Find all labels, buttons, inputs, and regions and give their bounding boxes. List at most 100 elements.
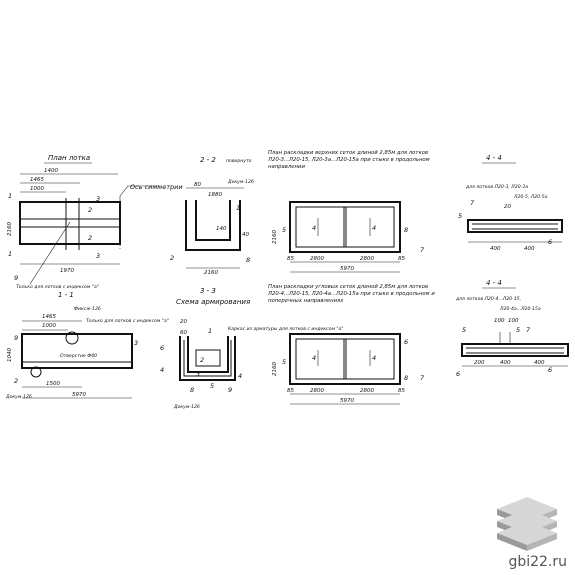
s22-d-40: 40: [242, 232, 249, 238]
plan-mark-2: 2: [88, 206, 92, 214]
s44b-mark-6: 6: [456, 370, 460, 378]
plan-view: План лотка 1400 1465 1000 2 2 3 3 1 1 21…: [7, 154, 183, 290]
layout1-h: 2160: [272, 230, 278, 244]
s11-d2: 1000: [42, 323, 56, 329]
watermark-logo: [497, 497, 557, 551]
layout2-outline: [289, 333, 401, 385]
s44b-mark-6b: 6: [548, 366, 552, 374]
s33-mark-4: 4: [160, 366, 164, 374]
layout2-mark-7: 7: [420, 374, 425, 382]
plan-dim-1465: 1465: [30, 177, 44, 183]
s22-profile: [185, 200, 241, 251]
s33-note: Каркас из арматуры для лотков с индексом…: [228, 326, 343, 332]
s44b-sub2: Л20-4а...Л20-15а: [499, 306, 541, 312]
s11-title: 1 - 1: [58, 291, 74, 299]
plan-height: 2160: [7, 222, 13, 236]
s11-d1: 1465: [42, 314, 56, 320]
s44b-title: 4 - 4: [486, 279, 502, 287]
s11-h: 1040: [7, 348, 13, 362]
layout2-mark-8: 8: [404, 374, 408, 382]
plan-mark-3: 3: [96, 195, 100, 203]
s22-d-140: 140: [216, 226, 227, 232]
section-2-2: 2 - 2 повернуто Докум-126 80 1880 140 40…: [170, 156, 254, 276]
layout1-d2800b: 2800: [360, 256, 374, 262]
s33-mark-4b: 4: [238, 372, 242, 380]
layout2-d5970: 5970: [340, 398, 354, 404]
plan-outline: [19, 201, 121, 245]
s11-opening: Отверстие Ф40: [60, 353, 97, 359]
plan-mark-3b: 3: [96, 252, 100, 260]
section-1-1: 1 - 1 Фиксж-126 1465 1000 Только для лот…: [5, 291, 169, 400]
s22-title: 2 - 2: [200, 156, 216, 164]
s22-d-2160: 2160: [204, 270, 218, 276]
layout1-d2800a: 2800: [310, 256, 324, 262]
s22-d-1880: 1880: [208, 192, 222, 198]
plan-note: Только для лотков с индексом "а": [16, 284, 99, 290]
plan-dim-1000: 1000: [30, 186, 44, 192]
s44a-d20: 20: [504, 204, 511, 210]
s44b-d400a: 400: [500, 360, 511, 366]
s33-mark-9: 9: [228, 386, 232, 394]
s11-dok: Докум-126: [5, 394, 32, 400]
slab-stack-icon: [497, 497, 557, 551]
layout-upper-meshes: План раскладки верхних сеток длиной 2,85…: [268, 150, 430, 273]
layout2-mark-6: 6: [404, 338, 408, 346]
s11-mark-9: 9: [14, 334, 18, 342]
s33-title: 3 - 3: [200, 287, 216, 295]
s22-mark-1: 1: [236, 204, 240, 212]
s33-mark-3: 3: [196, 370, 200, 378]
s44b-mark-5b: 5: [516, 326, 520, 334]
s11-outline: [21, 333, 133, 369]
layout1-mark-4b: 4: [372, 224, 376, 232]
plan-mark-1b: 1: [8, 250, 12, 258]
layout1-d85a: 85: [287, 256, 294, 262]
s11-d4: 5970: [72, 392, 86, 398]
s44a-mark-7: 7: [470, 199, 475, 207]
plan-dim-1970: 1970: [60, 268, 74, 274]
s44a-mark-5: 5: [458, 212, 462, 220]
layout1-d85b: 85: [398, 256, 405, 262]
s44b-mark-7: 7: [526, 326, 531, 334]
section-4-4-a: 4 - 4 для лотков Л20-3, Л20-3а Л20-5, Л2…: [458, 154, 563, 252]
s44b-mark-5: 5: [462, 326, 466, 334]
plan-symmetry: Ось симметрии: [130, 183, 183, 191]
s22-dok: Докум-126: [227, 179, 254, 185]
layout2-h: 2160: [272, 362, 278, 376]
s44b-d100a: 100: [494, 318, 505, 324]
s33-profile: [179, 336, 236, 381]
watermark-site: gbi22.ru: [508, 554, 567, 570]
s44b-d100b: 100: [508, 318, 519, 324]
s11-emb: Фиксж-126: [74, 306, 101, 312]
s22-mark-2: 2: [170, 254, 174, 262]
layout2-mark-5: 5: [282, 358, 286, 366]
s22-d-80: 80: [194, 182, 201, 188]
s11-mark-2: 2: [14, 377, 18, 385]
s44a-d400b: 400: [524, 246, 535, 252]
section-4-4-b: 4 - 4 для лотков Л20-4...Л20-15, Л20-4а.…: [455, 279, 569, 378]
s33-mark-5: 5: [210, 382, 214, 390]
s44a-sub2: Л20-5, Л20-5а: [513, 194, 548, 200]
layout1-mark-5: 5: [282, 226, 286, 234]
s44b-slab: [461, 343, 569, 357]
layout2-d85a: 85: [287, 388, 294, 394]
layout1-mark-7: 7: [420, 246, 425, 254]
s33-d-20: 20: [180, 319, 187, 325]
s44a-d400a: 400: [490, 246, 501, 252]
layout1-mark-8: 8: [404, 226, 408, 234]
s33-mark-2: 2: [200, 356, 204, 364]
s44b-d400b: 400: [534, 360, 545, 366]
s11-mark-3: 3: [134, 339, 138, 347]
section-3-3: 3 - 3 Схема армирования 20 60 Каркас из …: [160, 287, 343, 410]
s44a-slab: [467, 219, 563, 233]
s44b-d200: 200: [474, 360, 485, 366]
plan-dim-1400: 1400: [44, 168, 58, 174]
layout2-d2800b: 2800: [360, 388, 374, 394]
layout1-mark-4a: 4: [312, 224, 316, 232]
layout2-d85b: 85: [398, 388, 405, 394]
plan-mark-2b: 2: [88, 234, 92, 242]
plan-mark-9: 9: [14, 274, 18, 282]
plan-title: План лотка: [48, 154, 90, 162]
layout1-outline: [289, 201, 401, 253]
s44a-title: 4 - 4: [486, 154, 502, 162]
